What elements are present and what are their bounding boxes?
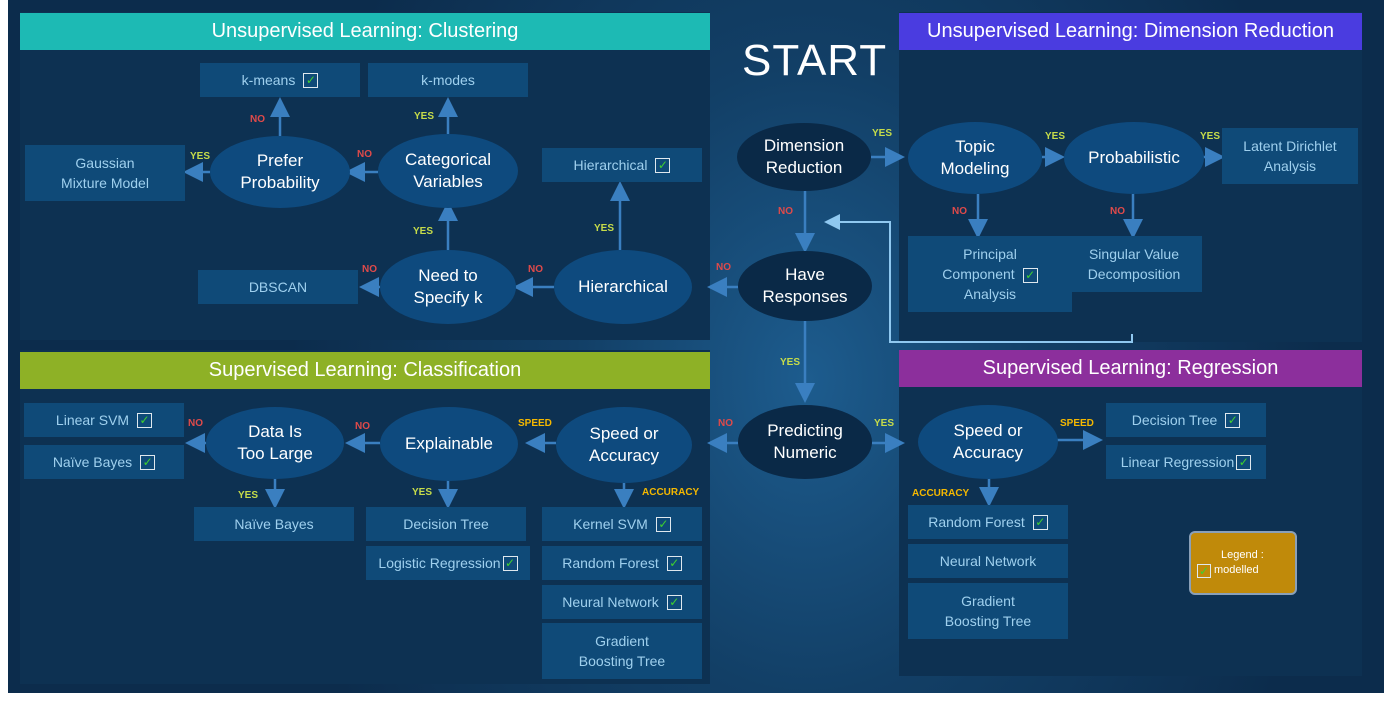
naive-bayes-box-1: Naïve Bayes✓: [24, 445, 184, 479]
modelled-check-icon: ✓: [140, 454, 156, 470]
kmeans-box: k-means✓: [200, 63, 360, 97]
label-no: NO: [355, 421, 370, 432]
linear-regression-box: Linear Regression✓: [1106, 445, 1266, 479]
neural-network-regression-box: Neural Network: [908, 544, 1068, 578]
label-yes: YES: [874, 418, 895, 429]
label-yes: YES: [1200, 131, 1221, 142]
naive-bayes-box-2: Naïve Bayes: [194, 507, 354, 541]
label-yes: YES: [412, 487, 433, 498]
modelled-check-icon: ✓: [655, 516, 671, 532]
logistic-regression-box: Logistic Regression✓: [366, 546, 530, 580]
label-yes: YES: [1045, 131, 1066, 142]
legend-title: Legend :: [1221, 549, 1264, 561]
clustering-header: Unsupervised Learning: Clustering: [20, 13, 710, 50]
label-accuracy: ACCURACY: [642, 487, 700, 498]
label-no: NO: [188, 418, 203, 429]
modelled-check-icon: ✓: [137, 412, 153, 428]
label-no: NO: [250, 114, 265, 125]
decision-tree-classification-box: Decision Tree: [366, 507, 526, 541]
label-no: NO: [778, 206, 793, 217]
hierarchical-node: Hierarchical: [554, 250, 692, 324]
label-no: NO: [357, 149, 372, 160]
label-speed: SPEED: [1060, 418, 1094, 429]
modelled-check-icon: ✓: [502, 555, 518, 571]
modelled-check-icon: ✓: [1197, 564, 1211, 578]
label-no: NO: [362, 264, 377, 275]
label-no: NO: [716, 262, 731, 273]
kmodes-box: k-modes: [368, 63, 528, 97]
modelled-check-icon: ✓: [666, 555, 682, 571]
modelled-check-icon: ✓: [1236, 454, 1252, 470]
label-yes: YES: [780, 357, 801, 368]
modelled-check-icon: ✓: [655, 157, 671, 173]
hierarchical-box: Hierarchical✓: [542, 148, 702, 182]
label-yes: YES: [594, 223, 615, 234]
neural-network-classification-box: Neural Network✓: [542, 585, 702, 619]
dbscan-box: DBSCAN: [198, 270, 358, 304]
decision-tree-regression-box: Decision Tree✓: [1106, 403, 1266, 437]
regression-header: Supervised Learning: Regression: [899, 350, 1362, 387]
probabilistic-node: Probabilistic: [1064, 122, 1204, 194]
dimension-reduction-header: Unsupervised Learning: Dimension Reducti…: [899, 13, 1362, 50]
explainable-node: Explainable: [380, 407, 518, 481]
label-yes: YES: [872, 128, 893, 139]
label-yes: YES: [238, 490, 259, 501]
legend-item: modelled: [1214, 564, 1259, 576]
label-yes: YES: [413, 226, 434, 237]
kernel-svm-box: Kernel SVM✓: [542, 507, 702, 541]
label-no: NO: [952, 206, 967, 217]
modelled-check-icon: ✓: [303, 72, 319, 88]
label-yes: YES: [414, 111, 435, 122]
label-no: NO: [1110, 206, 1125, 217]
random-forest-regression-box: Random Forest✓: [908, 505, 1068, 539]
label-no: NO: [718, 418, 733, 429]
start-title: START: [742, 36, 888, 85]
modelled-check-icon: ✓: [1022, 268, 1038, 283]
label-no: NO: [528, 264, 543, 275]
linear-svm-box: Linear SVM✓: [24, 403, 184, 437]
label-speed: SPEED: [518, 418, 552, 429]
label-accuracy: ACCURACY: [912, 488, 970, 499]
modelled-check-icon: ✓: [666, 594, 682, 610]
modelled-check-icon: ✓: [1225, 412, 1241, 428]
classification-header: Supervised Learning: Classification: [20, 352, 710, 389]
label-yes: YES: [190, 151, 211, 162]
random-forest-classification-box: Random Forest✓: [542, 546, 702, 580]
modelled-check-icon: ✓: [1032, 514, 1048, 530]
legend: Legend : ✓ modelled: [1189, 531, 1297, 595]
